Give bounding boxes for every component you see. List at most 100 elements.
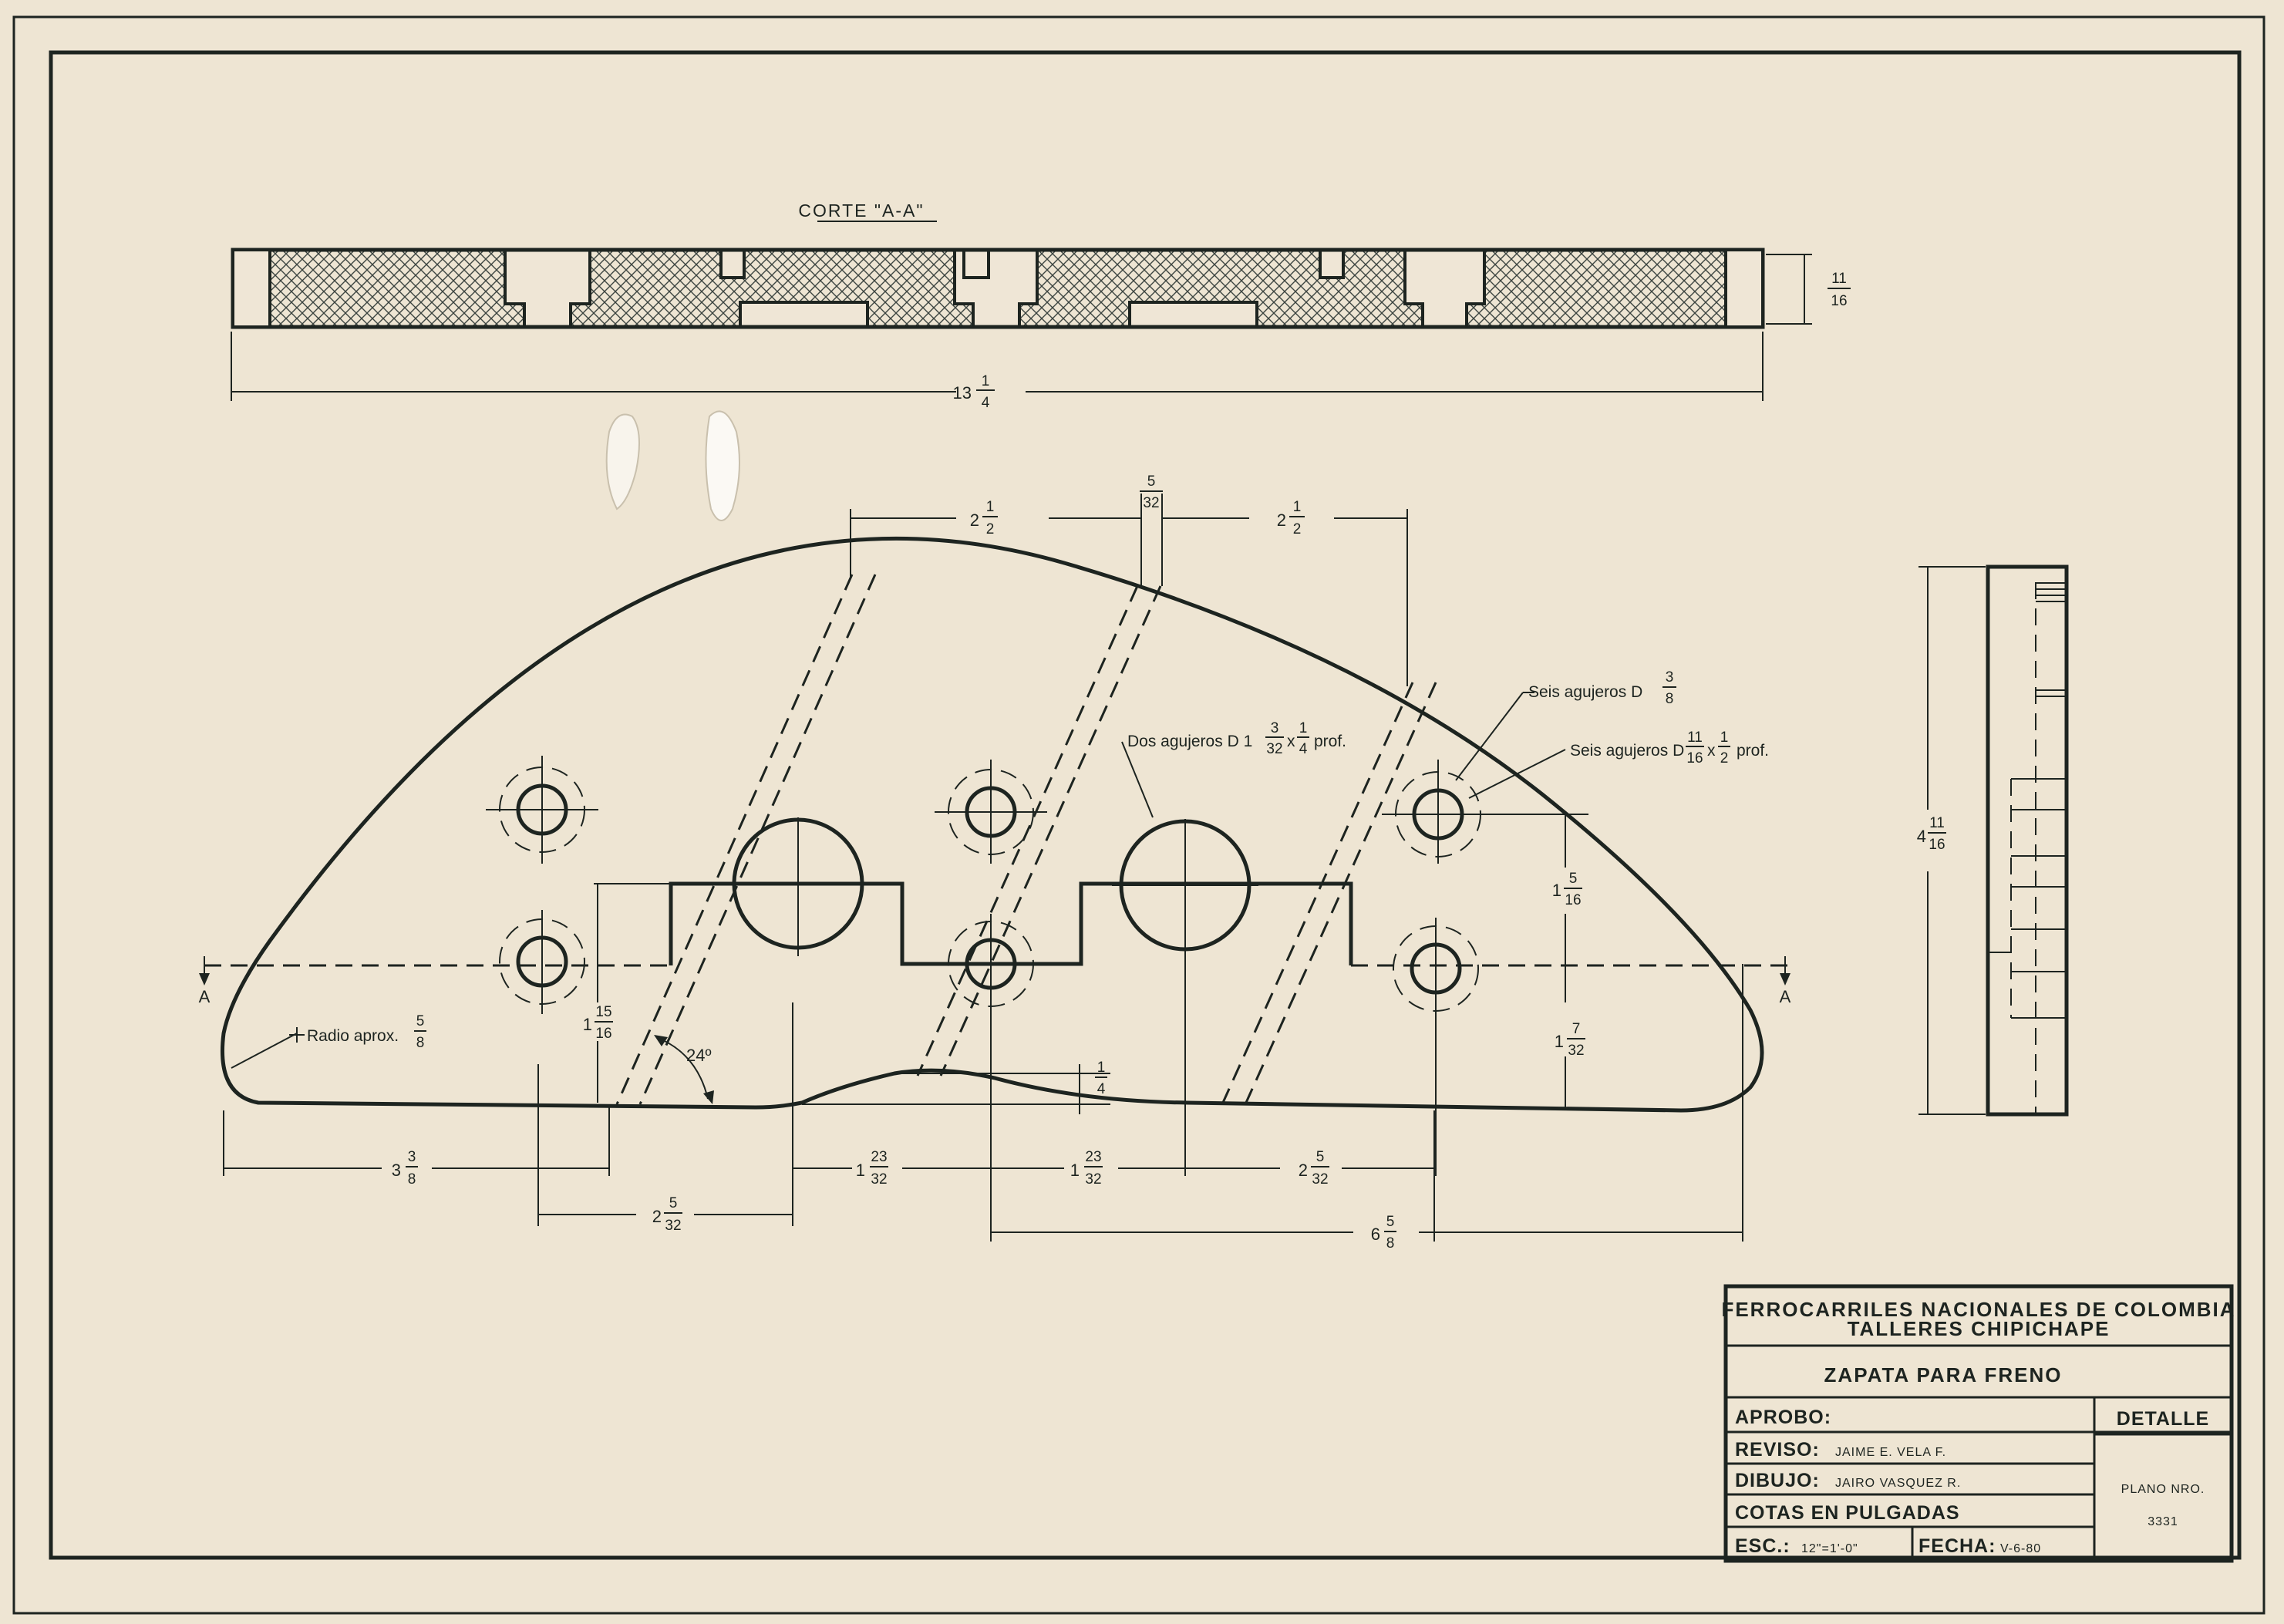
note-six-holes-b: Seis agujeros D 11 16 x 1 2 prof. [1570, 729, 1769, 767]
svg-text:23: 23 [871, 1149, 887, 1165]
svg-text:32: 32 [1266, 741, 1282, 757]
svg-text:4: 4 [1917, 827, 1926, 846]
svg-text:3: 3 [1271, 720, 1279, 736]
cut-mark-left: A [199, 987, 211, 1006]
svg-text:x: x [1287, 733, 1295, 750]
section-thickness-dim: 11 16 [1828, 271, 1851, 309]
svg-text:8: 8 [408, 1171, 416, 1188]
svg-text:2: 2 [986, 521, 995, 537]
svg-text:23: 23 [1085, 1149, 1101, 1165]
svg-text:16: 16 [1565, 892, 1581, 908]
dim-notch: 1 4 [1095, 1060, 1107, 1097]
svg-text:Seis agujeros D: Seis agujeros D [1528, 683, 1642, 701]
svg-text:Seis agujeros D: Seis agujeros D [1570, 742, 1684, 760]
svg-text:8: 8 [1666, 691, 1674, 707]
large-holes [725, 817, 1258, 1176]
svg-text:2: 2 [652, 1207, 662, 1226]
svg-text:1: 1 [1555, 1032, 1564, 1051]
svg-text:1: 1 [986, 499, 995, 515]
svg-text:3: 3 [1666, 669, 1674, 686]
svg-text:2: 2 [1299, 1161, 1308, 1180]
dim-bottom-3: 1 23 32 [1070, 1149, 1103, 1188]
inner-border [49, 50, 2242, 1560]
hole [499, 910, 585, 1014]
escala-label: ESC.: [1735, 1535, 1790, 1557]
section-length-dim: 13 1 4 [953, 373, 995, 411]
dibujo-value: JAIRO VASQUEZ R. [1835, 1477, 1961, 1490]
svg-text:x: x [1707, 742, 1716, 760]
svg-text:32: 32 [1568, 1043, 1584, 1059]
dim-top-left: 2 1 2 [970, 499, 998, 537]
svg-text:5: 5 [1386, 1214, 1395, 1230]
svg-text:prof.: prof. [1737, 742, 1769, 760]
svg-text:4: 4 [982, 395, 990, 411]
dim-bottom-5: 2 5 32 [652, 1195, 682, 1234]
svg-text:16: 16 [1929, 837, 1945, 853]
svg-text:2: 2 [1277, 510, 1286, 530]
svg-text:32: 32 [665, 1218, 681, 1234]
dim-bottom-2: 1 23 32 [856, 1149, 888, 1188]
section-title: CORTE "A-A" [798, 200, 924, 221]
aprobo-label: APROBO: [1735, 1407, 1831, 1428]
side-view: 4 11 16 [1917, 564, 2069, 1117]
svg-text:1: 1 [1720, 729, 1729, 746]
svg-text:32: 32 [871, 1171, 887, 1188]
reviso-label: REVISO: [1735, 1439, 1820, 1461]
note-six-holes-a: Seis agujeros D 3 8 [1528, 669, 1676, 707]
svg-text:5: 5 [416, 1013, 425, 1029]
svg-text:11: 11 [1929, 815, 1945, 831]
hole [486, 756, 598, 864]
paper-tear [605, 413, 640, 510]
note-two-holes: Dos agujeros D 1 3 32 x 1 4 prof. [1127, 720, 1346, 757]
small-holes [486, 756, 1588, 1176]
fecha-value: V-6-80 [2000, 1542, 2041, 1555]
svg-text:15: 15 [595, 1004, 611, 1020]
svg-text:13: 13 [953, 383, 972, 403]
svg-text:prof.: prof. [1314, 733, 1346, 750]
outer-border [12, 15, 2265, 1615]
svg-text:1: 1 [982, 373, 990, 389]
plano-label: PLANO NRO. [2121, 1483, 2205, 1496]
svg-text:6: 6 [1371, 1225, 1380, 1244]
svg-text:32: 32 [1085, 1171, 1101, 1188]
company-name: FERROCARRILES NACIONALES DE COLOMBIA [1721, 1298, 2235, 1321]
svg-text:16: 16 [1831, 293, 1847, 309]
svg-text:11: 11 [1831, 271, 1847, 287]
svg-text:1: 1 [1293, 499, 1302, 515]
svg-text:5: 5 [1316, 1149, 1325, 1165]
svg-text:5: 5 [1569, 871, 1578, 887]
dim-right-lower: 1 7 32 [1555, 1021, 1585, 1059]
svg-text:5: 5 [669, 1195, 678, 1211]
svg-text:Dos agujeros D 1: Dos agujeros D 1 [1127, 733, 1252, 750]
hole [1393, 918, 1479, 1176]
dim-top-right: 2 1 2 [1277, 499, 1305, 537]
svg-text:7: 7 [1572, 1021, 1581, 1037]
svg-text:32: 32 [1143, 495, 1159, 511]
units-label: COTAS EN PULGADAS [1735, 1502, 1960, 1524]
escala-value: 12"=1'-0" [1801, 1542, 1858, 1555]
dim-right-upper: 1 5 16 [1552, 871, 1582, 908]
cut-mark-right: A [1780, 987, 1791, 1006]
section-view: CORTE "A-A" 11 16 [231, 200, 1851, 411]
svg-text:2: 2 [1720, 750, 1729, 767]
dim-bottom-1: 3 3 8 [392, 1149, 418, 1188]
svg-text:2: 2 [1293, 521, 1302, 537]
angle-label: 24º [686, 1046, 712, 1065]
detalle-label: DETALLE [2117, 1408, 2209, 1430]
title-block: FERROCARRILES NACIONALES DE COLOMBIA TAL… [1721, 1284, 2235, 1563]
reviso-value: JAIME E. VELA F. [1835, 1446, 1946, 1459]
fecha-label: FECHA: [1918, 1535, 1996, 1557]
plano-number: 3331 [2148, 1515, 2178, 1528]
svg-text:11: 11 [1687, 729, 1703, 746]
svg-text:5: 5 [1147, 473, 1156, 490]
dim-bottom-4: 2 5 32 [1299, 1149, 1329, 1188]
dibujo-label: DIBUJO: [1735, 1470, 1820, 1491]
svg-text:1: 1 [583, 1015, 592, 1034]
dim-left-height: 1 15 16 [583, 1004, 613, 1042]
svg-text:1: 1 [856, 1161, 865, 1180]
svg-text:2: 2 [970, 510, 979, 530]
note-radius: Radio aprox. 5 8 [307, 1013, 426, 1051]
svg-text:1: 1 [1552, 881, 1561, 900]
side-height-dim: 4 11 16 [1917, 815, 1946, 853]
